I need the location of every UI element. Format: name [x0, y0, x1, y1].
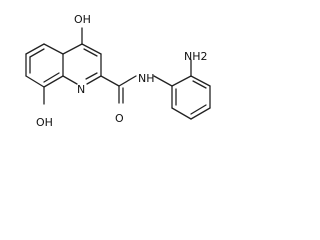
hydroxy-bottom-label: OH — [36, 116, 53, 129]
hydroxy-top-label: OH — [74, 13, 91, 26]
aniline-ring — [171, 59, 211, 120]
carbonyl-oxygen-label: O — [115, 112, 124, 125]
ring-nitrogen-label: N — [77, 83, 85, 96]
molecule-structure: OH OH N O NH NH2 — [25, 13, 211, 129]
amide-nh-label: NH — [138, 72, 155, 85]
pyridine-ring — [62, 43, 102, 85]
benzo-ring — [25, 43, 64, 88]
amide-group — [100, 75, 173, 104]
amino-label: NH2 — [184, 50, 208, 63]
